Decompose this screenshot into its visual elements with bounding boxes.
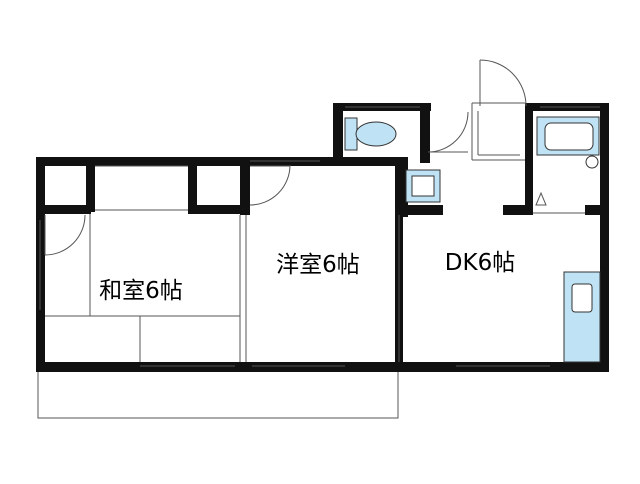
interior-lines — [39, 102, 600, 367]
shoe-box-icon — [535, 191, 547, 206]
room-label-yoshitsu: 洋室6帖 — [276, 252, 360, 278]
room-label-dk: DK6帖 — [445, 250, 515, 276]
door-swings — [44, 59, 527, 256]
kitchen-counter-icon — [563, 271, 601, 363]
room-label-washitsu: 和室6帖 — [99, 278, 183, 304]
balcony — [37, 372, 399, 419]
toilet-icon — [344, 117, 397, 151]
outer-walls — [36, 103, 609, 372]
bathtub-icon — [536, 116, 600, 169]
washbasin-icon — [405, 169, 441, 203]
